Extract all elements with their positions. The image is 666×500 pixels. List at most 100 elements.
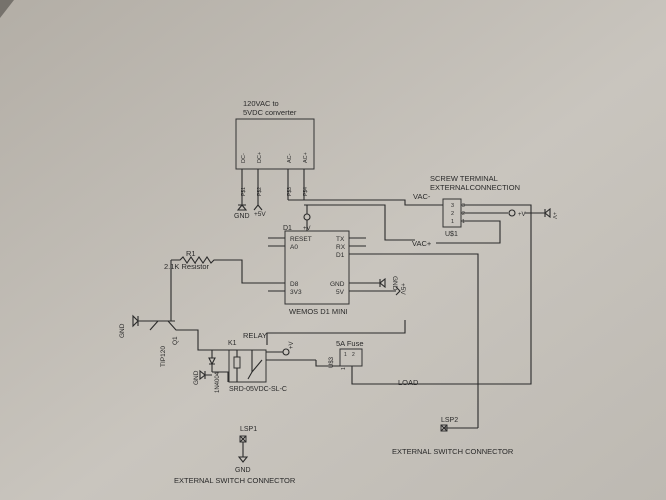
vac-minus-label: VAC- — [413, 192, 431, 201]
transistor-part: TIP120 — [160, 346, 167, 367]
transistor-gnd-label: GND — [119, 323, 126, 338]
wemos-pin-rx: RX — [336, 244, 346, 251]
vplus-node-top: +V — [303, 205, 311, 232]
diode-symbol — [208, 357, 229, 382]
terminal-gnd-arrow — [525, 207, 551, 219]
resistor-zigzag — [171, 256, 226, 264]
lsp1-gnd-label: GND — [235, 467, 251, 474]
wemos-pin-a0: A0 — [290, 244, 298, 251]
vplus-circle-relay — [282, 348, 290, 356]
converter-gnd-symbol — [236, 204, 248, 211]
wemos-pin-d1: D1 — [336, 252, 345, 259]
lsp1-wire-gnd — [237, 435, 249, 463]
diode-part: 1N4004 — [215, 371, 221, 393]
resistor-r1: R1 2.1K Resistor — [164, 249, 226, 314]
lsp2-cross — [440, 424, 448, 432]
fuse-input-wire — [315, 360, 340, 367]
converter-body — [235, 118, 315, 170]
diode-gnd-symbol — [199, 369, 212, 381]
resistor-value: 2.1K Resistor — [164, 262, 210, 271]
wemos-pin-d8: D8 — [290, 281, 299, 288]
converter-pinref-3: P$3 — [287, 187, 293, 196]
relay-k1: K1 RELAY SRD-05VDC-SL-C +V GND 1N4004 — [193, 331, 316, 393]
screw-terminal-pin-3-right: 3 — [462, 203, 465, 209]
load-label: LOAD — [398, 378, 419, 387]
diode-gnd-label: GND — [193, 370, 200, 385]
lsp2-ref: LSP2 — [441, 417, 458, 424]
wemos-pin-reset: RESET — [290, 236, 312, 243]
wire-resistor-d8 — [226, 259, 268, 284]
converter-5v-label: +5V — [254, 211, 266, 218]
fuse-ref: U$3 — [329, 356, 335, 368]
converter-title-line1: 120VAC to — [243, 99, 279, 108]
wire-vac-plus-b — [436, 220, 501, 244]
wemos-ref: D1 — [283, 225, 292, 232]
fuse-pin-1: 1 — [344, 352, 347, 358]
converter-pinref-2: P$2 — [257, 187, 263, 196]
transistor-ref: Q1 — [172, 336, 179, 345]
vplus-circle-right — [508, 209, 516, 217]
wemos-d1-mini: D1 RESET A0 D8 3V3 TX RX D1 GND 5V WEMOS… — [268, 225, 406, 316]
wemos-pin-5v: 5V — [336, 289, 345, 296]
wemos-pin-3v3: 3V3 — [290, 289, 302, 296]
wire-relay-top — [266, 320, 406, 345]
relay-ref: K1 — [228, 340, 237, 347]
wemos-5v-symbol — [366, 286, 401, 296]
lsp2-label: EXTERNAL SWITCH CONNECTOR — [392, 447, 514, 456]
screw-terminal-pin-1-right: 1 — [462, 219, 465, 225]
wire-d1-lsp2 — [366, 253, 479, 428]
relay-title: RELAY — [243, 331, 267, 340]
wire-vac-minus — [288, 199, 443, 206]
screw-terminal-pin-3: 3 — [451, 203, 454, 209]
wemos-pin-tx: TX — [336, 236, 345, 243]
converter-pin-ac-minus: AC- — [287, 153, 293, 163]
vplus-top-label: +V — [303, 226, 311, 232]
wemos-gnd-label: GND — [391, 276, 398, 291]
screw-terminal-pin-2: 2 — [451, 211, 454, 217]
screw-terminal-pin-2-right: 2 — [462, 211, 465, 217]
wire-load — [351, 204, 532, 385]
relay-body — [228, 349, 267, 383]
converter-pin-dc-plus: DC+ — [257, 152, 263, 163]
screw-terminal-pin-1: 1 — [451, 219, 454, 225]
converter-pinref-4: P$4 — [303, 187, 309, 196]
resistor-ref: R1 — [186, 249, 196, 258]
relay-part: SRD-05VDC-SL-C — [229, 386, 287, 393]
vplus-relay-label: +V — [289, 341, 295, 349]
converter-pin-ac-plus: AC+ — [303, 152, 309, 163]
lsp2-pad — [440, 424, 448, 432]
wemos-body — [284, 230, 350, 305]
vplus-right-label: +V — [518, 212, 526, 218]
converter-5v-symbol — [253, 204, 263, 211]
converter-block: 120VAC to 5VDC converter DC- DC+ AC- AC+… — [234, 99, 315, 220]
lsp1-connector: LSP1 GND EXTERNAL SWITCH CONNECTOR — [174, 426, 296, 485]
screw-terminal-title-line2: EXTERNALCONNECTION — [430, 183, 520, 192]
converter-title-line2: 5VDC converter — [243, 108, 297, 117]
wemos-5v-label: +5V — [399, 283, 406, 295]
relay-coil-wire — [211, 349, 237, 358]
converter-gnd-label: GND — [234, 213, 250, 220]
fuse-body — [339, 348, 363, 367]
transistor-gnd-symbol — [132, 314, 149, 328]
fuse-pin-2: 2 — [352, 352, 355, 358]
fuse-value: 5A Fuse — [336, 339, 364, 348]
wemos-pin-gnd: GND — [330, 281, 345, 288]
transistor-q1: GND TIP120 Q1 — [119, 314, 212, 367]
wire-vac-plus-a — [304, 204, 415, 241]
terminal-v-label: +V — [551, 212, 557, 219]
lsp2-connector: LSP2 EXTERNAL SWITCH CONNECTOR — [392, 417, 514, 456]
relay-contacts — [236, 350, 263, 382]
fuse-u3: 5A Fuse 1 2 U$3 1 — [315, 339, 364, 370]
converter-pin-legs — [241, 169, 305, 205]
converter-pin-dc-minus: DC- — [241, 153, 247, 163]
lsp1-label: EXTERNAL SWITCH CONNECTOR — [174, 476, 296, 485]
screw-terminal-title-line1: SCREW TERMINAL — [430, 174, 498, 183]
lsp1-ref: LSP1 — [240, 426, 257, 433]
fuse-side-pins: 1 — [341, 367, 347, 370]
vac-plus-label: VAC+ — [412, 239, 432, 248]
wemos-name: WEMOS D1 MINI — [289, 307, 348, 316]
wiring: VAC- VAC+ LOAD +V +V — [226, 192, 557, 429]
wemos-pin-stubs — [268, 237, 366, 292]
